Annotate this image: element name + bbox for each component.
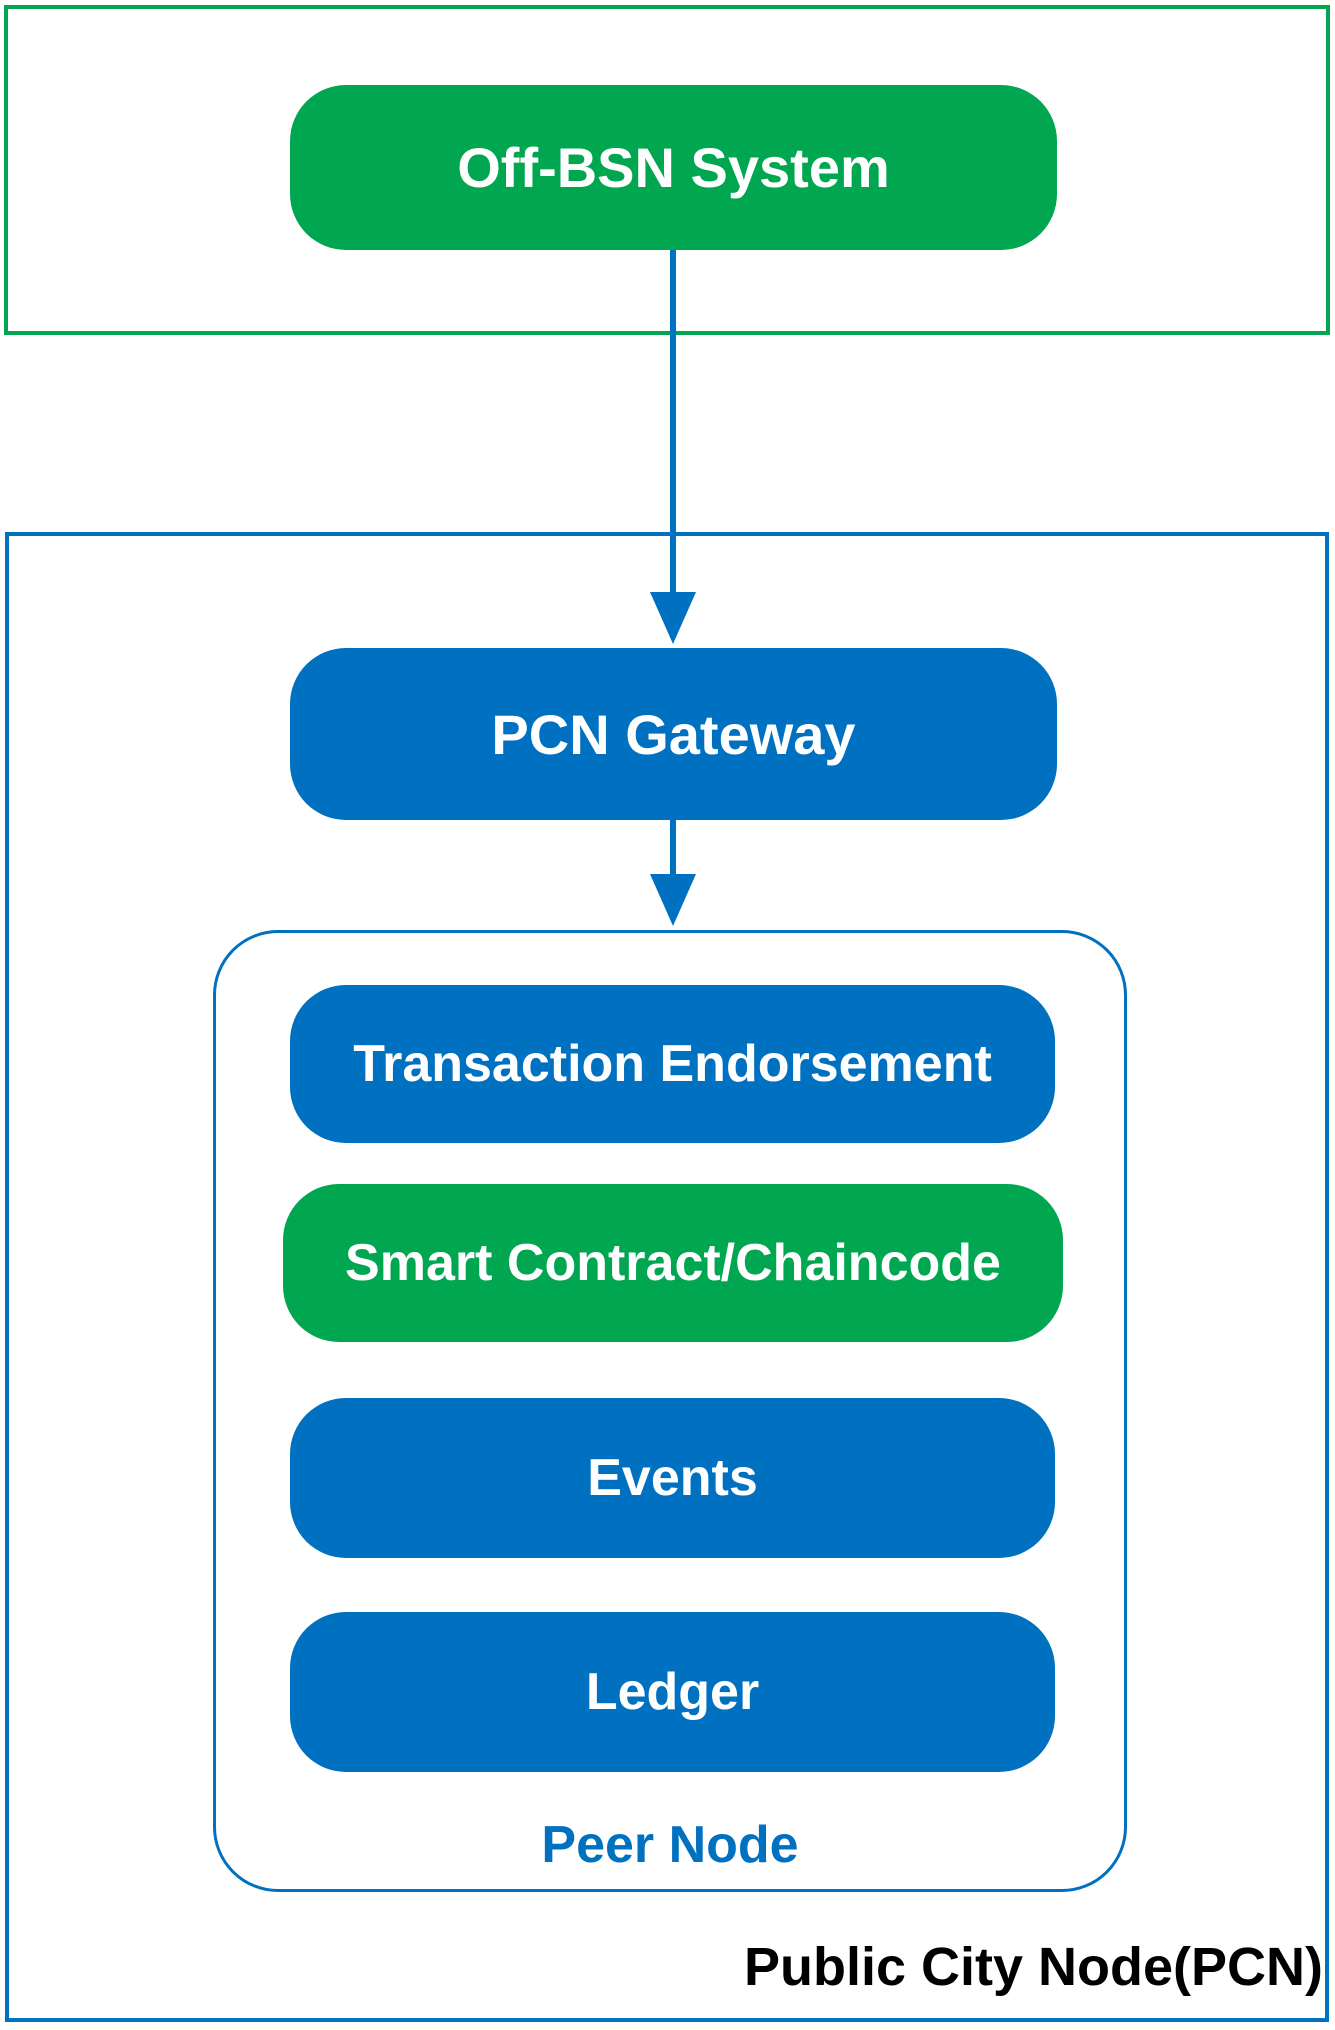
arrow-down-icon xyxy=(650,592,696,644)
node-off-bsn-system: Off-BSN System xyxy=(290,85,1057,250)
peer-node-caption: Peer Node xyxy=(541,1816,799,1874)
node-ledger-label: Ledger xyxy=(585,1663,760,1721)
node-pcn-gateway: PCN Gateway xyxy=(290,648,1057,820)
arrow-down-icon xyxy=(650,874,696,926)
connector-line-gateway-to-peer xyxy=(670,820,676,880)
node-smart-contract-chaincode-label: Smart Contract/Chaincode xyxy=(345,1234,1001,1292)
node-events-label: Events xyxy=(587,1449,758,1507)
node-events: Events xyxy=(290,1398,1055,1558)
node-smart-contract-chaincode: Smart Contract/Chaincode xyxy=(283,1184,1063,1342)
node-transaction-endorsement-label: Transaction Endorsement xyxy=(353,1035,992,1093)
node-ledger: Ledger xyxy=(290,1612,1055,1772)
node-off-bsn-system-label: Off-BSN System xyxy=(457,136,890,199)
public-city-node-caption: Public City Node(PCN) xyxy=(743,1937,1323,1997)
node-pcn-gateway-label: PCN Gateway xyxy=(491,702,856,766)
connector-line-offbsn-to-gateway xyxy=(670,250,676,598)
node-transaction-endorsement: Transaction Endorsement xyxy=(290,985,1055,1143)
